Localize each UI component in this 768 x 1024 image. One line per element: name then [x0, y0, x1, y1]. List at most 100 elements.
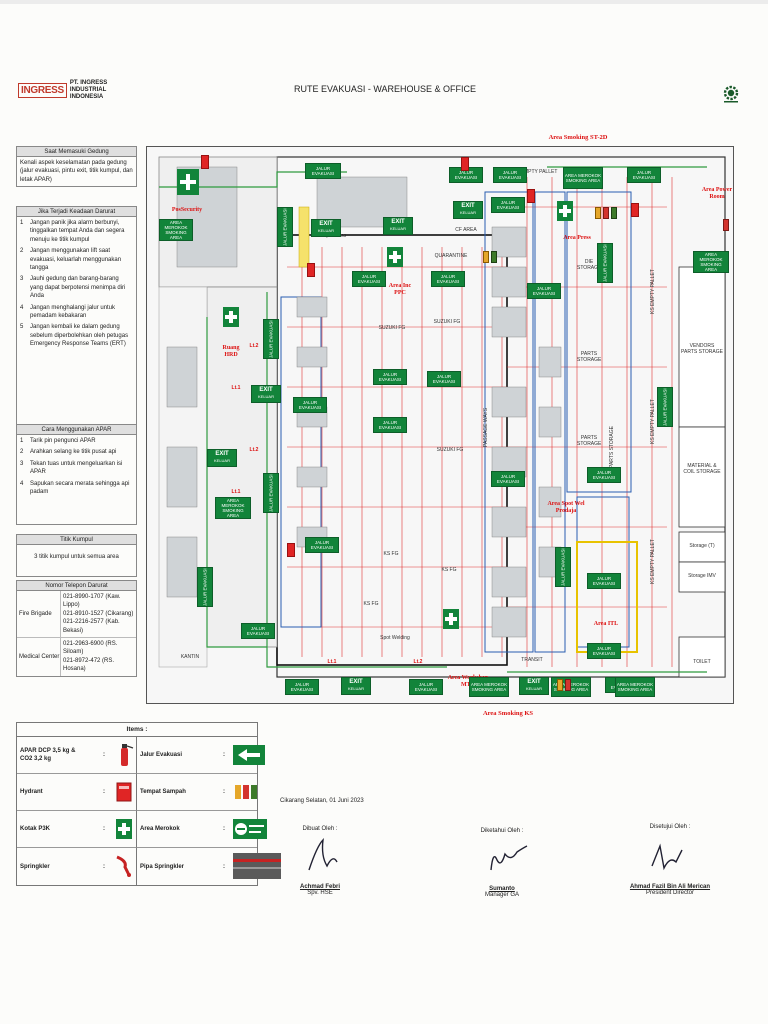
floor-label: Lt.1: [231, 385, 241, 391]
document-title: RUTE EVAKUASI - WAREHOUSE & OFFICE: [293, 84, 477, 94]
smoking-area-sign: AREA MEROKOK SMOKING AREA: [615, 677, 655, 697]
phone-number: 021-8910-1527 (Cikarang): [63, 610, 134, 617]
first-aid-icon: [557, 201, 573, 221]
parts-storage-label: PARTS STORAGE: [577, 435, 602, 447]
assembly-point-box: Titik Kumpul 3 titik kumpul untuk semua …: [16, 534, 137, 577]
storage-t-label: Storage (T): [689, 543, 715, 549]
assembly-text: 3 titik kumpul untuk semua area: [16, 545, 137, 577]
fire-brigade-label: Fire Brigade: [17, 591, 61, 638]
hydrant-icon: [287, 543, 295, 557]
smoking-area-icon: [233, 819, 267, 839]
evacuation-route-sign: JALUR EVAKUASI: [657, 387, 673, 427]
sprinkler-icon: [116, 855, 131, 877]
legend-table: Items : APAR DCP 3,5 kg & CO2 3,2 kg: Ja…: [16, 722, 281, 886]
signature-block-made: Dibuat Oleh : Achmad Febri Spv. HSE: [265, 826, 375, 896]
toilet-label: TOILET: [693, 659, 711, 665]
area-press-label: Area Press: [563, 235, 591, 241]
signature-role: Diketahui Oleh :: [480, 828, 524, 834]
evacuation-route-icon: [233, 745, 265, 765]
trash-bin-icon: [483, 251, 489, 263]
legend-item: Area Merokok:: [137, 811, 267, 848]
pos-security-label: PosSecurity: [171, 207, 203, 213]
phone-number: 021-8990-1707 (Kaw. Lippo): [63, 594, 121, 609]
legend-item: Tempat Sampah:: [137, 774, 257, 811]
ks-fg-label: KS FG: [383, 551, 399, 557]
emergency-phone-box: Nomor Telepon Darurat Fire Brigade 021-8…: [16, 580, 137, 677]
first-aid-icon: [443, 609, 459, 629]
legend-item: Kotak P3K:: [17, 811, 137, 848]
legend-item: APAR DCP 3,5 kg & CO2 3,2 kg:: [17, 737, 137, 774]
first-aid-icon: [177, 169, 199, 195]
floor-label: Lt.2: [413, 659, 423, 665]
vendors-storage-label: VENDORS PARTS STORAGE: [681, 343, 723, 355]
entering-title: Saat Memasuki Gedung: [16, 146, 137, 157]
ks-fg-label: KS FG: [363, 601, 379, 607]
parts-storage-label: PARTS STORAGE: [577, 351, 602, 363]
entering-text: Kenali aspek keselamatan pada gedung (ja…: [16, 157, 137, 188]
hydrant-icon: [631, 203, 639, 217]
floor-label: Lt.1: [231, 489, 241, 495]
evacuation-route-sign: JALUR EVAKUASI: [373, 369, 407, 385]
empty-pallet-label: EMPTY PALLET: [520, 169, 558, 175]
phone-number: 021-2963-6900 (RS. Siloam): [63, 641, 118, 656]
signer-name: Sumanto: [489, 886, 515, 892]
trash-bin-icon: [603, 207, 609, 219]
place-date: Cikarang Selatan, 01 Juni 2023: [280, 798, 364, 804]
evacuation-route-sign: JALUR EVAKUASI: [285, 679, 319, 695]
evacuation-route-sign: JALUR EVAKUASI: [277, 207, 293, 247]
legend-title: Items :: [17, 723, 257, 737]
smoking-area-sign: AREA MEROKOK SMOKING AREA: [159, 219, 193, 241]
floor-label: Lt.1: [327, 659, 337, 665]
trash-bin-icon: [611, 207, 617, 219]
signer-title: Spv. HSE: [307, 890, 333, 896]
area-inc-ppc-label: Area Inc PPC: [388, 283, 412, 296]
trash-bin-icon: [723, 219, 729, 231]
signer-title: Manager GA: [484, 892, 520, 898]
assembly-title: Titik Kumpul: [16, 534, 137, 545]
area-power-room-label: Area Power Room: [701, 187, 733, 200]
evacuation-route-sign: JALUR EVAKUASI: [293, 397, 327, 413]
ks-empty-pallet-label: KS EMPTY PALLET: [650, 399, 656, 445]
smoking-area-sign: AREA MEROKOK SMOKING AREA: [215, 497, 251, 519]
fire-brigade-row: Fire Brigade 021-8990-1707 (Kaw. Lippo) …: [17, 591, 136, 639]
evacuation-floor-plan: PosSecurity Ruang HRD Area Inc PPC Area …: [146, 146, 734, 704]
ks-empty-pallet-label: KS EMPTY PALLET: [650, 539, 656, 585]
medical-center-label: Medical Center: [17, 638, 61, 676]
floor-label: Lt.2: [249, 447, 259, 453]
evacuation-route-sign: JALUR EVAKUASI: [373, 417, 407, 433]
first-aid-icon: [387, 247, 403, 267]
evacuation-route-sign: JALUR EVAKUASI: [597, 243, 613, 283]
trash-bin-icon: [557, 679, 563, 691]
evacuation-route-sign: JALUR EVAKUASI: [305, 163, 341, 179]
evacuation-route-sign: JALUR EVAKUASI: [263, 473, 279, 513]
evacuation-route-sign: JALUR EVAKUASI: [627, 167, 661, 183]
trash-bin-icon: [491, 251, 497, 263]
evacuation-route-sign: JALUR EVAKUASI: [491, 197, 525, 213]
legend-item: Pipa Springkler:: [137, 848, 281, 885]
apar-title: Cara Menggunakan APAR: [16, 424, 137, 435]
signature-block-known: Diketahui Oleh : Sumanto Manager GA: [447, 828, 557, 898]
smoking-area-sign: AREA MEROKOK SMOKING AREA: [563, 167, 603, 189]
legend-item: Jalur Evakuasi:: [137, 737, 265, 774]
evacuation-route-sign: JALUR EVAKUASI: [527, 283, 561, 299]
first-aid-icon: [223, 307, 239, 327]
scan-edge: [0, 0, 768, 4]
evacuation-route-sign: JALUR EVAKUASI: [587, 467, 621, 483]
floor-plan-drawing: [158, 156, 726, 678]
evacuation-route-sign: JALUR EVAKUASI: [431, 271, 465, 287]
ks-empty-pallet-label: KS EMPTY PALLET: [650, 269, 656, 315]
hydrant-icon: [527, 189, 535, 203]
